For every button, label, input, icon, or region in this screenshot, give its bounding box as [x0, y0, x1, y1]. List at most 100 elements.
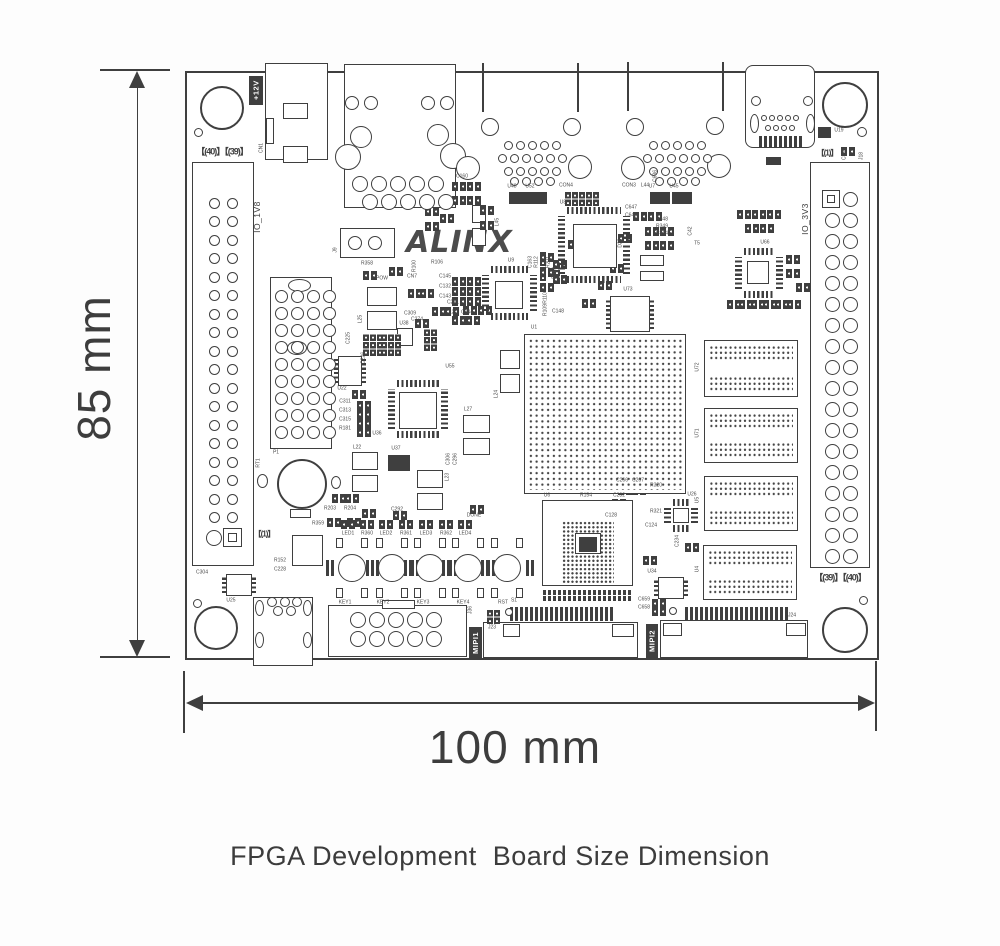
pad-hole — [785, 115, 791, 121]
pad-hole — [533, 176, 543, 186]
smd-pad-pair — [466, 316, 480, 325]
inductor-pad — [640, 255, 664, 266]
soic-chip-body — [338, 356, 362, 386]
button-bracket — [331, 560, 334, 576]
qfp-pins-left — [388, 389, 395, 429]
small-ic — [766, 157, 781, 165]
bga-ball-grid — [528, 338, 682, 490]
qfp-pins-top — [744, 248, 774, 255]
header-pin — [842, 359, 858, 375]
pad-hole — [678, 176, 688, 186]
button-bracket — [449, 560, 452, 576]
button-bracket — [376, 560, 379, 576]
ref-designator: L27 — [463, 406, 473, 413]
ref-designator: R348 — [656, 216, 668, 223]
pad-hole — [803, 96, 813, 106]
memory-pad-band — [709, 413, 793, 429]
smd-pad-pair — [480, 206, 494, 215]
ref-designator: R203 — [324, 505, 336, 512]
ref-designator: L22 — [352, 444, 362, 451]
ref-designator: C313 — [339, 407, 351, 414]
component-outline — [283, 146, 308, 163]
smd-pad-pair — [352, 390, 366, 399]
key-label: KEY3 — [416, 599, 430, 606]
header-pin — [322, 289, 336, 303]
pad-hole — [702, 153, 712, 163]
pad-hole — [388, 612, 404, 628]
pad-hole — [345, 96, 359, 110]
edge-connector-fingers — [543, 590, 631, 595]
qfp-pins-top — [491, 266, 528, 273]
ref-designator: J18 — [858, 151, 865, 161]
pad-hole — [352, 176, 368, 192]
header-pin — [842, 548, 858, 564]
header-pin — [306, 289, 320, 303]
jumper-pad-grid — [554, 262, 560, 284]
inductor-pad — [352, 474, 378, 492]
ref-designator: U37 — [391, 445, 401, 452]
ref-designator: CN7 — [406, 273, 418, 280]
pad-hole — [509, 153, 519, 163]
header-pin — [208, 290, 220, 301]
component-outline — [283, 103, 308, 119]
dim-ext-left — [183, 671, 185, 733]
led-pads — [379, 520, 393, 529]
button-bracket — [526, 560, 529, 576]
pad-hole — [267, 597, 277, 607]
header-pin — [290, 425, 304, 439]
push-button — [454, 554, 482, 582]
pad-oval — [750, 114, 759, 133]
qfp-pins-top — [397, 380, 439, 387]
smd-pad-pair — [727, 300, 741, 309]
qfp-pins-top — [673, 499, 689, 506]
pad-hole — [557, 153, 567, 163]
pad-hole — [364, 96, 378, 110]
header-pin — [290, 408, 304, 422]
ref-designator: C659 — [638, 596, 650, 603]
smd-pad-pair — [432, 307, 446, 316]
smd-pad-pair — [685, 543, 699, 552]
memory-pad-band — [708, 579, 792, 595]
smd-pad-pair — [452, 297, 466, 306]
component-outline — [745, 65, 815, 148]
ref-designator: R152 — [274, 557, 286, 564]
smd-pad-pair — [633, 212, 647, 221]
led-pads — [439, 520, 453, 529]
pad-oval — [303, 600, 312, 616]
alinx-logo: ALINX — [406, 225, 513, 260]
header-pin — [226, 345, 238, 357]
smd-pad-pair — [452, 287, 466, 296]
component-outline — [810, 162, 870, 568]
board-width-label: 100 mm — [428, 721, 602, 773]
led-label: R362 — [440, 530, 452, 537]
key-label: KEY4 — [456, 599, 470, 606]
header-pin — [208, 327, 220, 338]
header-pin — [322, 323, 336, 337]
smd-pad-pair — [737, 210, 751, 219]
header-pin — [306, 374, 320, 388]
header-pin — [226, 216, 238, 227]
header-pin — [306, 340, 320, 354]
arrowhead-up-icon — [129, 71, 145, 88]
header-pin — [290, 374, 304, 388]
led-pads — [360, 520, 374, 529]
ref-designator: C514 — [656, 230, 668, 237]
header-pin — [226, 327, 238, 338]
header-pin — [824, 422, 840, 438]
header-pin — [322, 306, 336, 320]
key-label: KEY2 — [376, 599, 390, 606]
pad-hole — [426, 631, 442, 647]
jumper-pad-grid — [565, 192, 599, 206]
soic-pins-right — [684, 580, 688, 596]
pad-hole — [654, 153, 664, 163]
qfp-pins-bottom — [673, 525, 689, 532]
header-pin — [322, 374, 336, 388]
header-pin — [322, 425, 336, 439]
connector-tick-line — [577, 63, 579, 112]
edge-connector-fingers — [543, 596, 631, 601]
memory-pad-band — [709, 442, 793, 458]
pad-hole — [539, 140, 549, 150]
mounting-hole — [822, 82, 868, 128]
smd-pad-pair — [408, 289, 422, 298]
header-pin — [824, 464, 840, 480]
